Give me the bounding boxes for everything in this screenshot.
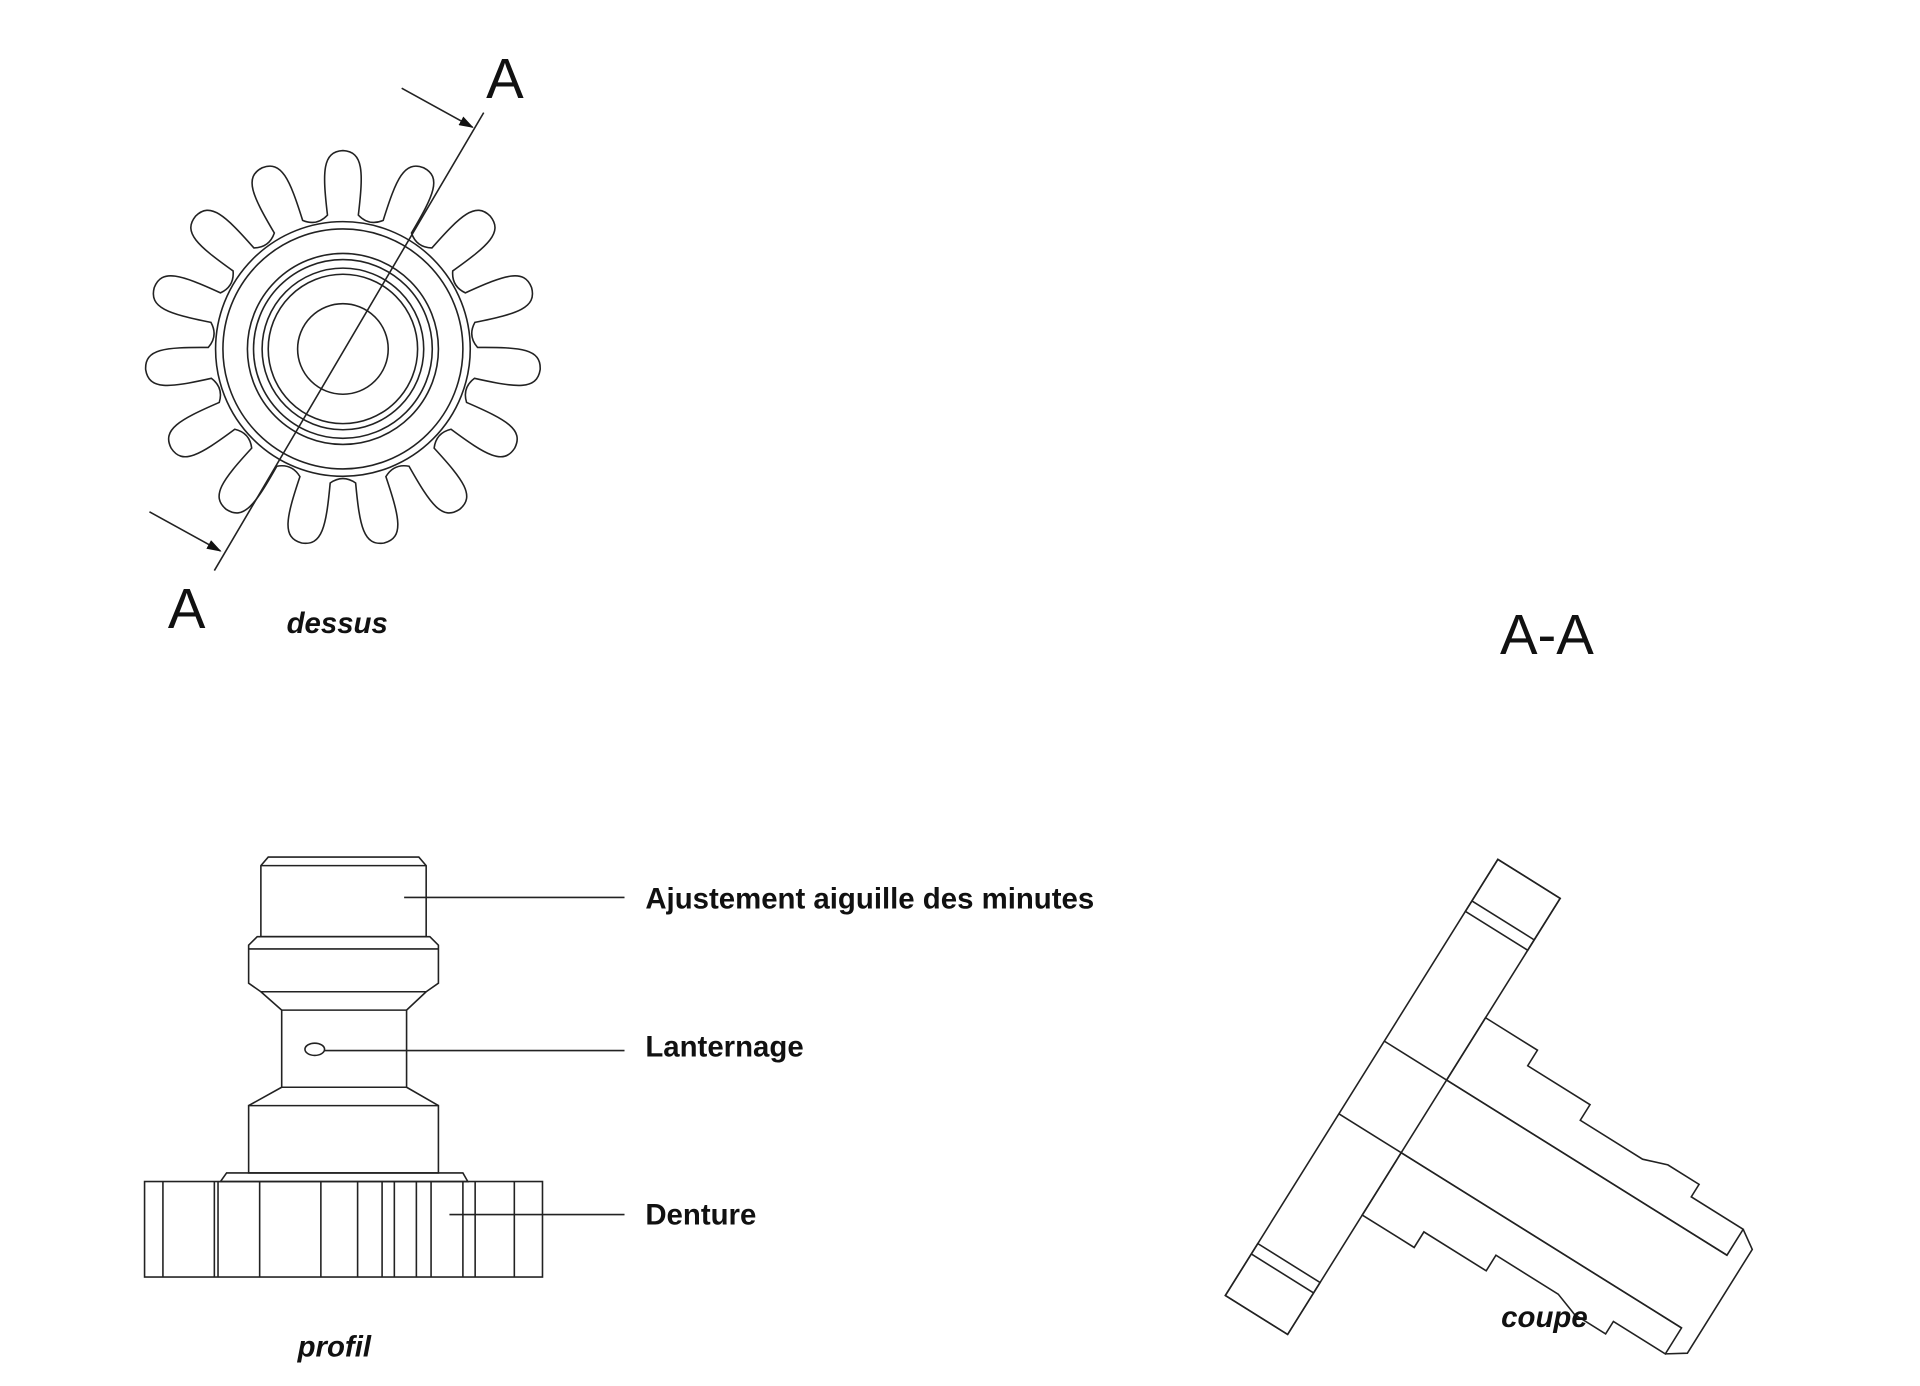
callout-lanternage: Lanternage bbox=[645, 1031, 803, 1064]
top-view-gear: A A dessus bbox=[144, 47, 541, 640]
caption-coupe: coupe bbox=[1501, 1301, 1588, 1334]
profile-view: Ajustement aiguille des minutes Lanterna… bbox=[143, 856, 1094, 1364]
section-arrow-top bbox=[401, 87, 474, 129]
section-arrow-bottom bbox=[149, 511, 222, 552]
section-line bbox=[213, 112, 485, 571]
bore-circle bbox=[296, 302, 390, 396]
caption-dessus: dessus bbox=[287, 607, 388, 640]
gear-teeth-profile bbox=[143, 1180, 544, 1278]
section-title: A-A bbox=[1500, 603, 1594, 666]
callout-minute-hand: Ajustement aiguille des minutes bbox=[645, 882, 1094, 915]
callout-denture: Denture bbox=[645, 1198, 756, 1231]
section-view: A-A coupe bbox=[1224, 603, 1754, 1355]
section-mark-top: A bbox=[486, 47, 524, 110]
minute-hand-fit bbox=[260, 856, 427, 938]
gear-teeth-outline bbox=[144, 149, 541, 545]
section-mark-bottom: A bbox=[168, 577, 206, 640]
lantern-hole bbox=[304, 1042, 326, 1057]
caption-profil: profil bbox=[297, 1331, 372, 1364]
